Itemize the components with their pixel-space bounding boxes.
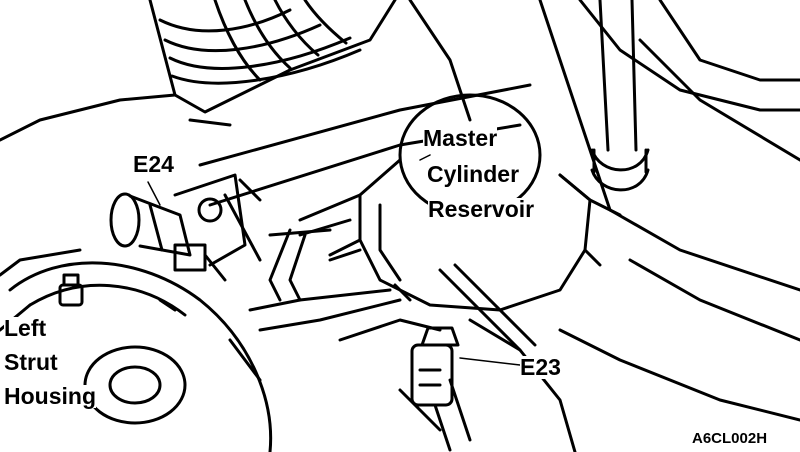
strut-label-line3: Housing <box>4 383 96 409</box>
e23-connector <box>398 326 472 452</box>
strut-label-line2: Strut <box>4 349 58 375</box>
figure-code: A6CL002H <box>692 430 768 447</box>
reservoir-label-line3: Reservoir <box>428 196 535 222</box>
intake-hose <box>148 0 397 114</box>
brake-lines <box>248 193 537 352</box>
strut-label-line1: Left <box>4 315 47 341</box>
e23-label: E23 <box>520 354 561 380</box>
reservoir-label-line2: Cylinder <box>427 161 520 187</box>
e24-connector <box>109 173 332 282</box>
e24-label: E24 <box>133 151 174 177</box>
vertical-hose <box>590 0 650 192</box>
reservoir-label-line1: Master <box>423 125 498 151</box>
leader-lines <box>147 154 521 366</box>
